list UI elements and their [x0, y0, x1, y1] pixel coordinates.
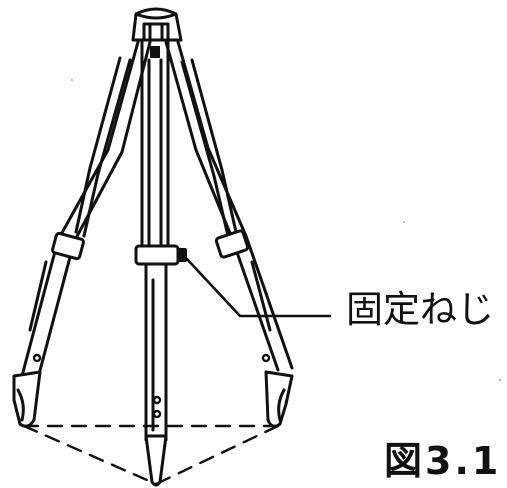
callout-label: 固定ねじ: [346, 288, 494, 331]
center-leg: [134, 40, 187, 487]
tripod-head: [131, 7, 183, 42]
left-leg: [12, 40, 152, 428]
right-leg: [164, 40, 294, 428]
left-leg-foot: [12, 370, 42, 428]
center-leg-bolt-upper: [152, 395, 162, 405]
callout-leader-line: [184, 256, 332, 318]
left-leg-clamp: [51, 231, 85, 261]
figure-number: 図3.1: [384, 439, 502, 483]
footprint-dashed-outline: [22, 424, 280, 486]
right-leg-clamp: [214, 229, 250, 259]
center-leg-clamp: [134, 244, 180, 266]
center-leg-foot: [144, 434, 168, 487]
center-leg-bolt-lower: [152, 409, 162, 419]
right-leg-bolt-upper: [261, 353, 271, 363]
left-leg-bolt-upper: [32, 353, 42, 363]
